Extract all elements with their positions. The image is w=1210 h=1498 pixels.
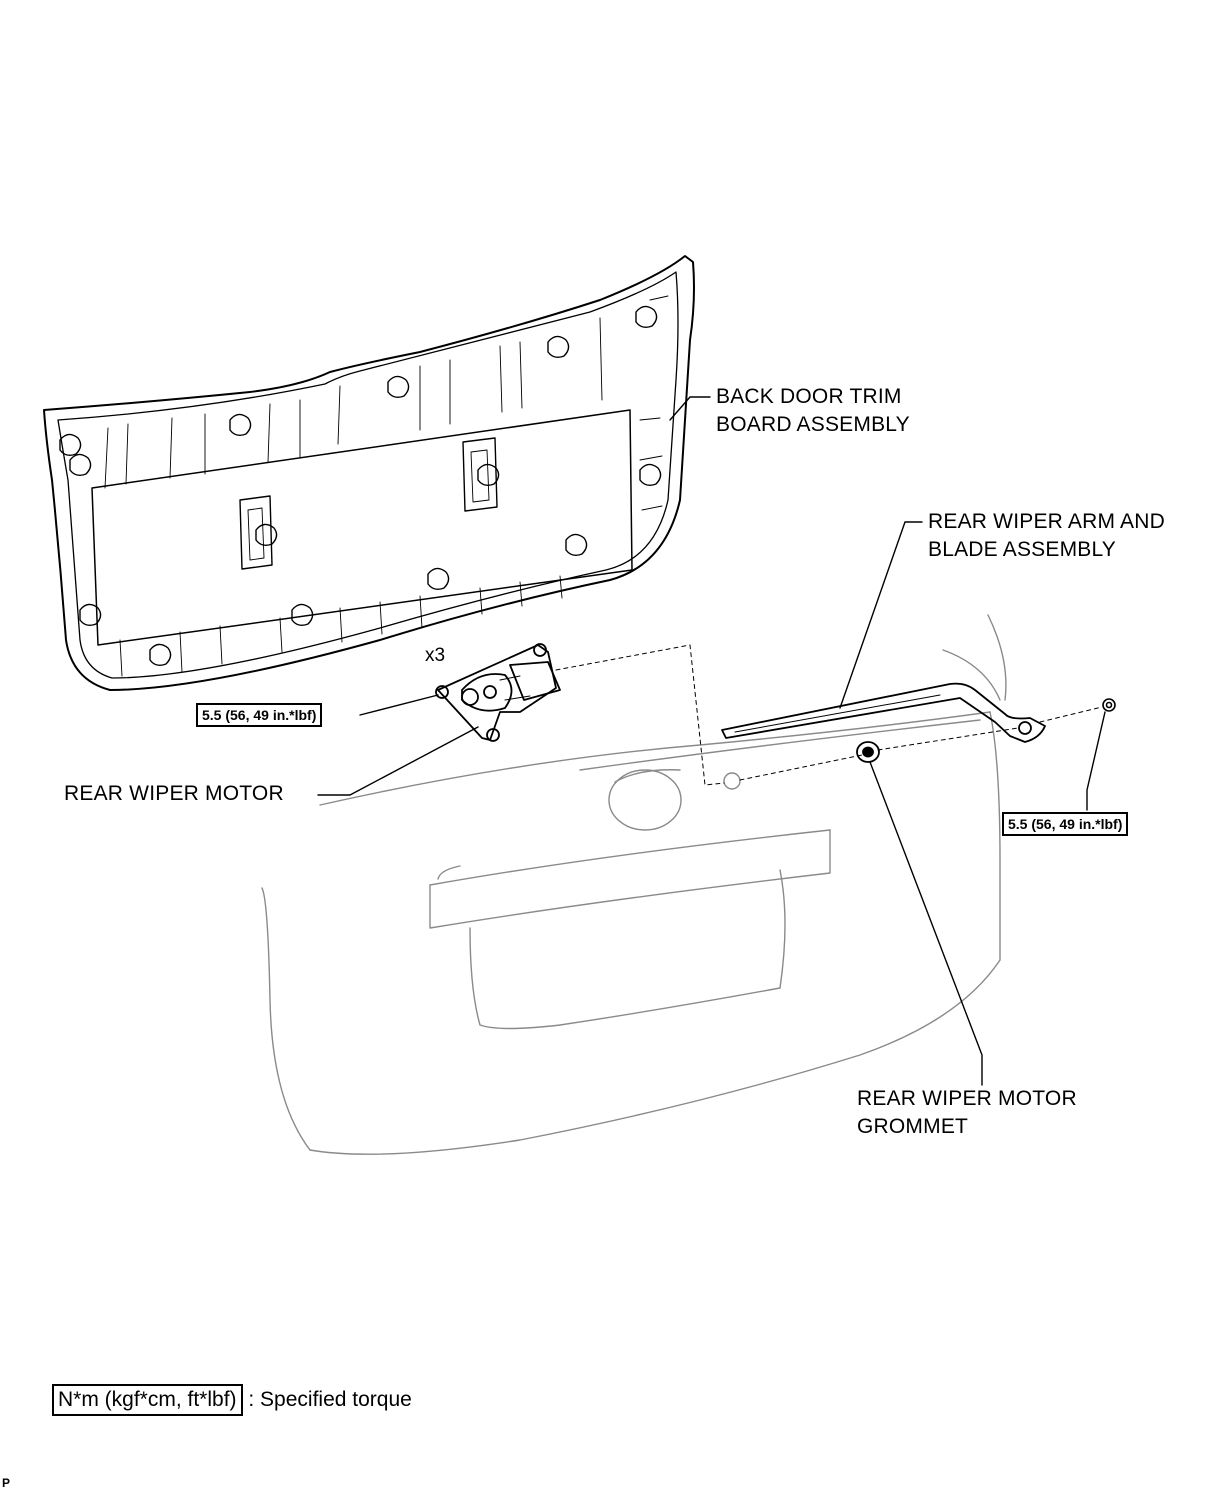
rear-wiper-arm-and-blade <box>721 682 1046 743</box>
quantity-label: x3 <box>425 645 446 666</box>
rear-wiper-motor <box>435 643 561 742</box>
legend-text: : Specified torque <box>248 1388 412 1411</box>
back-door-outline <box>261 614 1007 1155</box>
legend-torque-box: N*m (kgf*cm, ft*lbf) <box>52 1384 243 1416</box>
label-rear-wiper-motor-grommet: REAR WIPER MOTOR GROMMET <box>857 1087 1077 1138</box>
rear-wiper-motor-grommet-part <box>856 741 880 763</box>
assembly-dashed-lines <box>555 644 1103 786</box>
label-rear-wiper-arm-blade: REAR WIPER ARM AND BLADE ASSEMBLY <box>928 510 1165 561</box>
leader-lines <box>317 396 1106 1086</box>
corner-code: P <box>2 1476 11 1490</box>
legend: N*m (kgf*cm, ft*lbf) : Specified torque <box>52 1384 412 1416</box>
torque-spec-arm: 5.5 (56, 49 in.*lbf) <box>1002 812 1129 836</box>
torque-spec-motor: 5.5 (56, 49 in.*lbf) <box>196 703 323 727</box>
label-rear-wiper-motor: REAR WIPER MOTOR <box>64 782 284 805</box>
wiper-arm-nut <box>1102 698 1116 712</box>
label-back-door-trim-board: BACK DOOR TRIM BOARD ASSEMBLY <box>716 385 910 436</box>
back-door-trim-board <box>43 255 695 691</box>
